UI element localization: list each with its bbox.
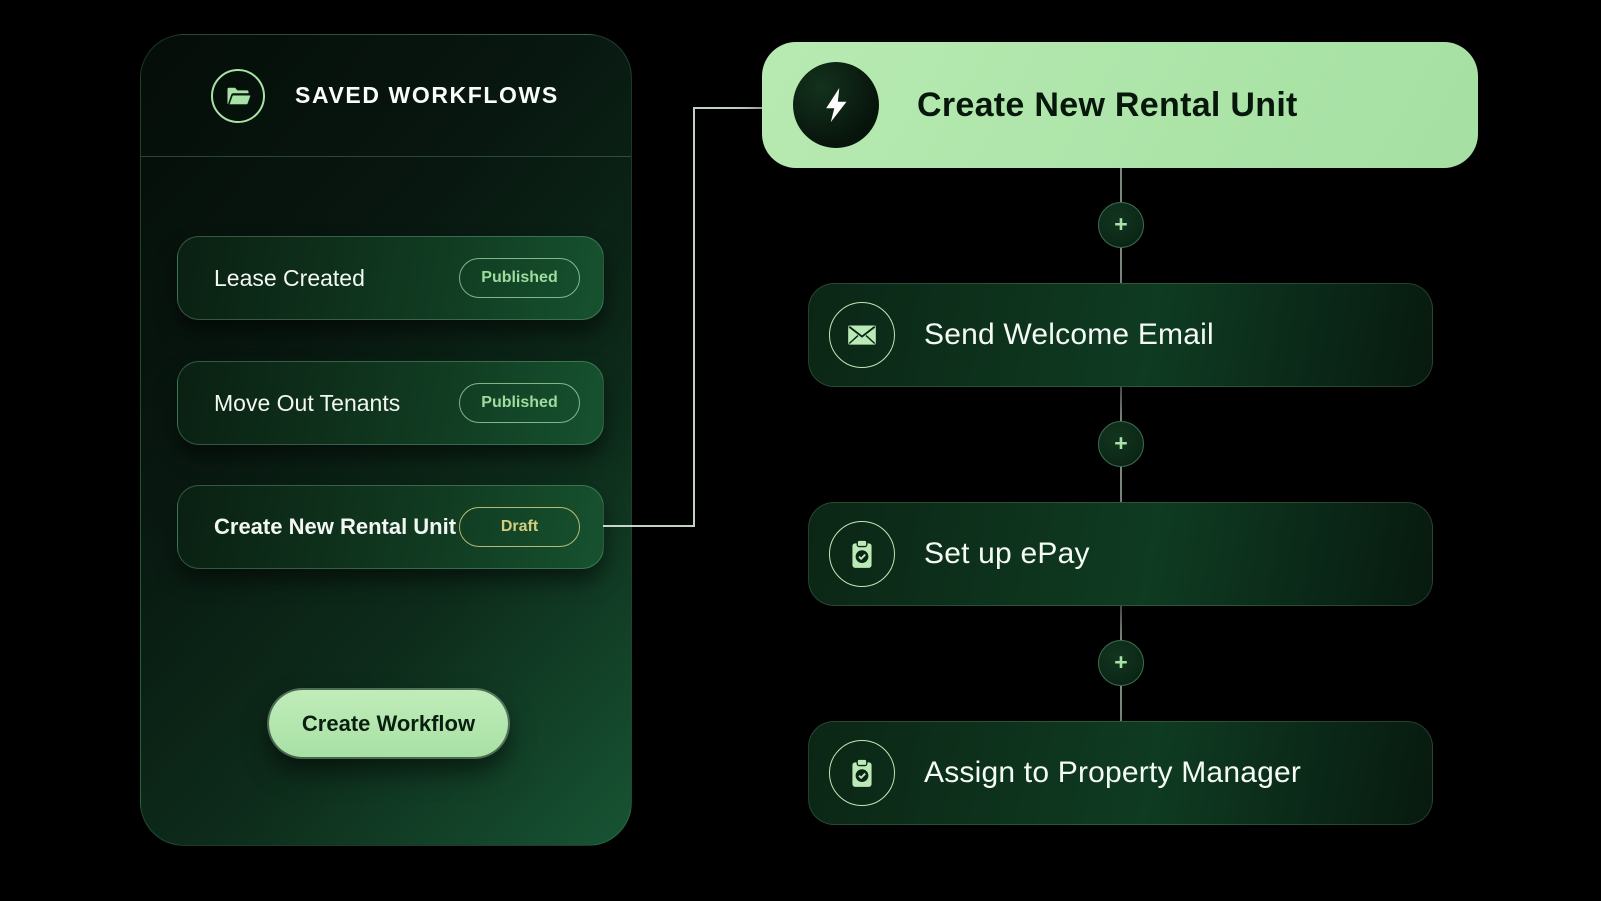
- trigger-node-create-new-rental-unit[interactable]: Create New Rental Unit: [762, 42, 1478, 168]
- step-node-label: Set up ePay: [924, 537, 1090, 570]
- workflow-item-create-new-rental-unit[interactable]: Create New Rental Unit Draft: [177, 485, 604, 569]
- status-badge: Published: [459, 258, 580, 298]
- step-node-set-up-epay[interactable]: Set up ePay: [808, 502, 1433, 606]
- add-step-button[interactable]: +: [1098, 640, 1144, 686]
- workflow-item-label: Create New Rental Unit: [214, 514, 457, 539]
- status-badge: Published: [459, 383, 580, 423]
- folder-icon: [211, 68, 265, 123]
- step-node-label: Send Welcome Email: [924, 318, 1214, 351]
- add-step-button[interactable]: +: [1098, 202, 1144, 248]
- workflow-item-lease-created[interactable]: Lease Created Published: [177, 236, 604, 320]
- header-divider: [141, 156, 631, 157]
- status-badge: Draft: [459, 507, 580, 547]
- envelope-icon: [829, 302, 895, 368]
- panel-header: SAVED WORKFLOWS: [141, 35, 631, 156]
- clipboard-check-icon: [829, 521, 895, 587]
- saved-workflows-panel: SAVED WORKFLOWS Lease Created Published …: [140, 34, 632, 846]
- workflow-item-label: Move Out Tenants: [214, 389, 401, 416]
- clipboard-check-icon: [829, 740, 895, 806]
- trigger-node-label: Create New Rental Unit: [917, 85, 1298, 124]
- panel-title: SAVED WORKFLOWS: [295, 82, 559, 108]
- workflow-item-label: Lease Created: [214, 264, 365, 291]
- step-node-label: Assign to Property Manager: [924, 756, 1302, 789]
- add-step-button[interactable]: +: [1098, 421, 1144, 467]
- workflow-item-move-out-tenants[interactable]: Move Out Tenants Published: [177, 361, 604, 445]
- lightning-bolt-icon: [793, 62, 879, 148]
- step-node-send-welcome-email[interactable]: Send Welcome Email: [808, 283, 1433, 387]
- create-workflow-button[interactable]: Create Workflow: [269, 690, 508, 757]
- step-node-assign-to-property-manager[interactable]: Assign to Property Manager: [808, 721, 1433, 825]
